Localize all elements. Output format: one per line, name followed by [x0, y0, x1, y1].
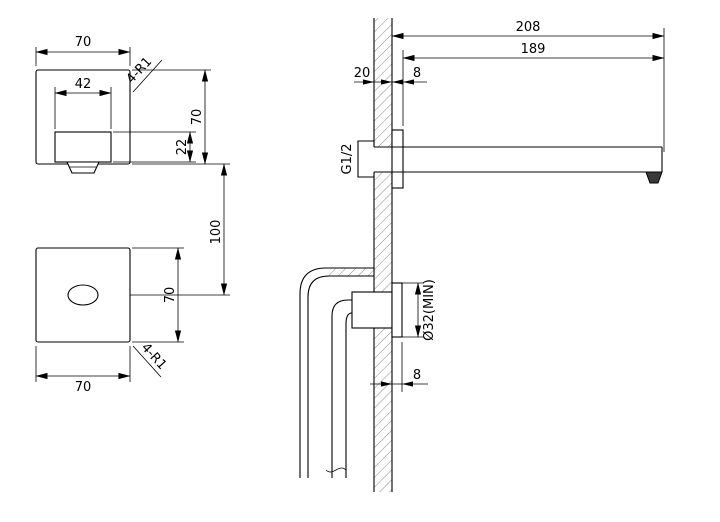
- wall-tube-opening: [373, 147, 393, 172]
- inlet-fitting: [357, 140, 375, 178]
- supply-pipe-inner: [345, 312, 353, 478]
- supply-pipe-outer: [331, 299, 352, 478]
- dim-spout-height: 22: [175, 139, 190, 156]
- spout-escutcheon: [391, 129, 404, 189]
- corner-radius-note-top: 4-R1: [124, 54, 156, 86]
- sensor-plate-dimensions: 70 70 4-R1: [35, 247, 184, 395]
- cover-hatch-band: [329, 268, 374, 276]
- sensor-plate-side: [391, 282, 403, 338]
- dim-spout-projection: 189: [521, 42, 546, 57]
- dim-front-plate-height: 70: [190, 109, 205, 126]
- through-wall-fitting: [351, 291, 393, 329]
- dim-wall-thickness: 20: [354, 66, 371, 81]
- pipe-break-line: [325, 467, 347, 473]
- dim-escutcheon-depth: 8: [413, 66, 421, 81]
- dim-sensor-plate-width: 70: [75, 380, 92, 395]
- inlet-thread-label: G1/2: [340, 144, 355, 175]
- dim-lower-plate-depth: 8: [413, 368, 421, 383]
- wall-hatch: [374, 18, 392, 492]
- sensor-window: [67, 284, 99, 306]
- spout-body-front: [54, 131, 112, 163]
- side-section-view: [299, 18, 663, 492]
- hole-diameter-label: Ø32(MIN): [422, 279, 437, 341]
- cover-outer: [299, 267, 374, 478]
- dim-sensor-plate-height: 70: [163, 287, 178, 304]
- aerator-tip: [645, 171, 663, 184]
- dim-front-plate-width: 70: [75, 35, 92, 50]
- dim-spout-width: 42: [75, 77, 92, 92]
- side-view-dimensions: 208 189 20 8 G1/2 Ø32(MIN) 8: [340, 20, 665, 392]
- cover-inner: [307, 275, 374, 478]
- dim-total-projection: 208: [516, 20, 541, 35]
- aerator-front: [66, 161, 100, 174]
- sensor-plate-view: [35, 247, 131, 343]
- dim-center-spacing: 100: [209, 220, 224, 245]
